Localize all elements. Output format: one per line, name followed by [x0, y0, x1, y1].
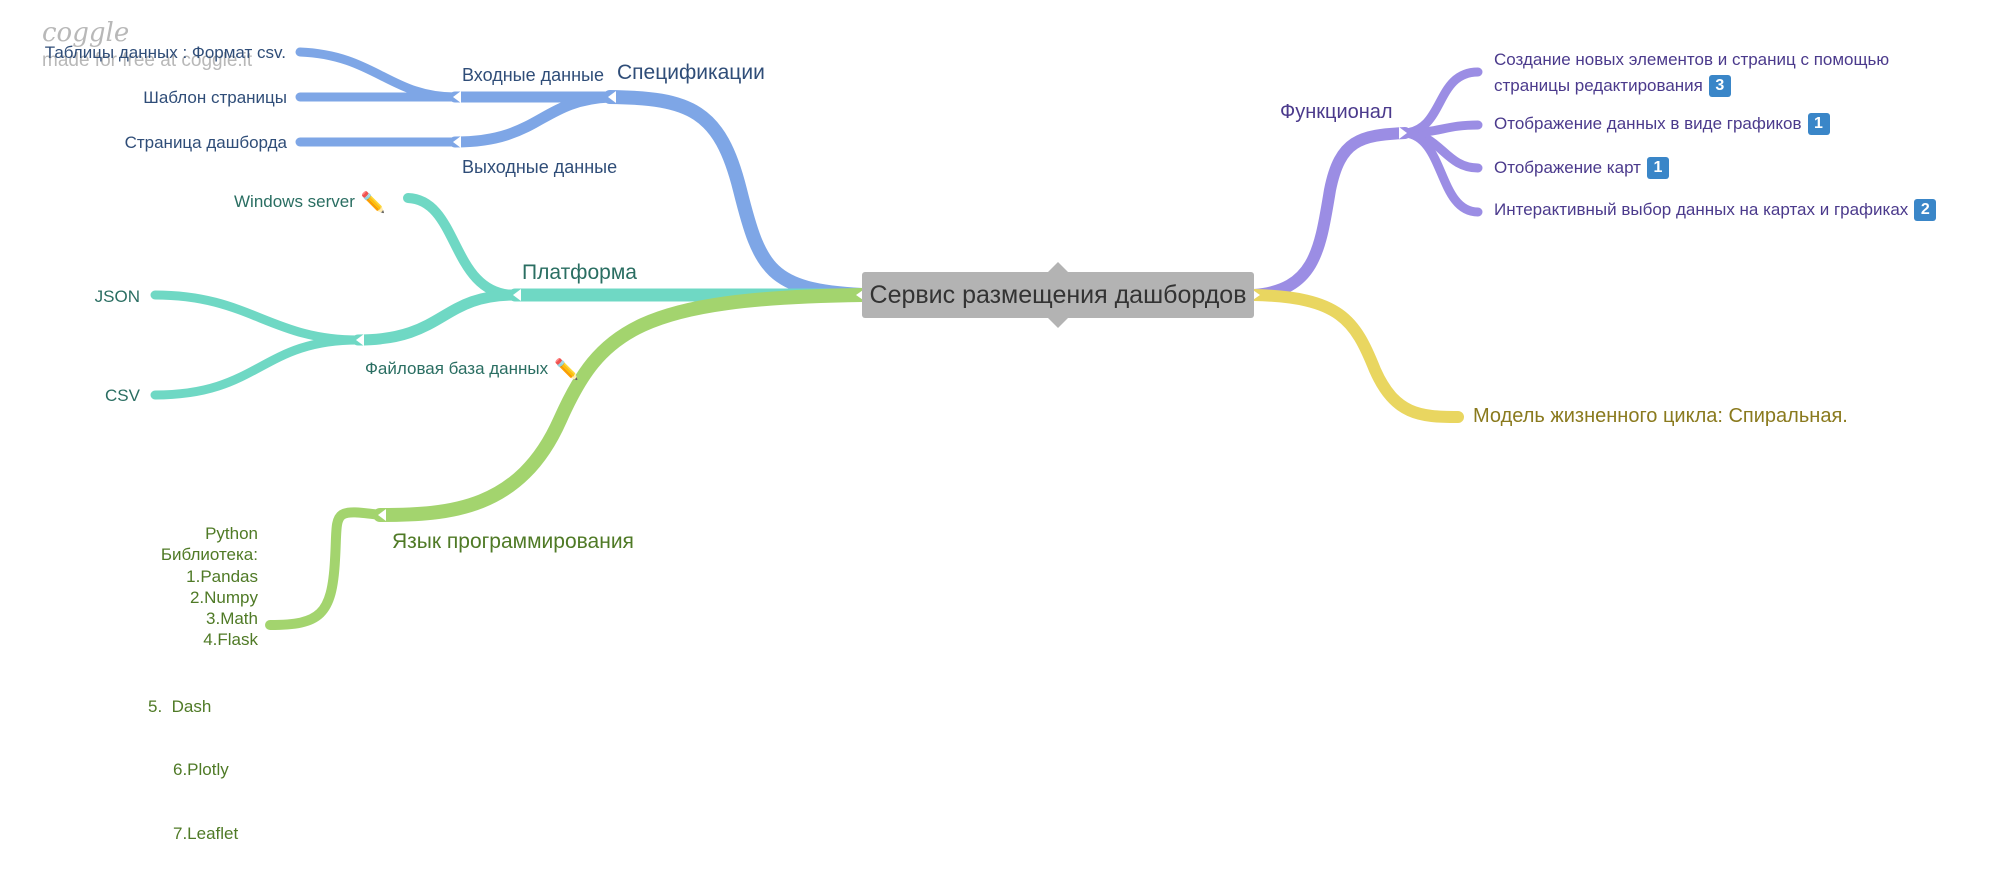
- lib-line: 4.Flask: [203, 630, 258, 650]
- lib-line: 3.Math: [206, 609, 258, 629]
- node-csv[interactable]: CSV: [105, 386, 140, 405]
- branch-functional: [1248, 127, 1411, 301]
- mindmap-canvas: coggle made for free at coggle.it Сервис…: [42, 20, 1937, 843]
- node-functional[interactable]: Функционал: [1280, 101, 1393, 123]
- node-input[interactable]: Входные данные: [462, 65, 604, 85]
- lib-line: 6.Plotly: [173, 760, 229, 780]
- branch-language-libs: [265, 507, 385, 630]
- lib-line: 1.Pandas: [186, 566, 258, 586]
- node-libraries-cont[interactable]: 5. Dash 6.Plotly 7.Leaflet: [148, 653, 238, 887]
- node-func-interactive-label: Интерактивный выбор данных на картах и г…: [1494, 200, 1909, 219]
- arrow-head: [1399, 127, 1407, 139]
- arrow-head: [453, 136, 461, 148]
- branch-specs: [603, 90, 869, 302]
- count-badge: 3: [1708, 75, 1731, 97]
- lib-line: 2.Numpy: [189, 587, 258, 607]
- node-lifecycle[interactable]: Модель жизненного цикла: Спиральная.: [1473, 405, 1848, 427]
- node-input-template[interactable]: Шаблон страницы: [143, 88, 287, 107]
- node-func-maps-label: Отображение карт: [1494, 158, 1641, 177]
- node-func-create-line2: страницы редактирования: [1494, 76, 1703, 95]
- node-func-charts-label: Отображение данных в виде графиков: [1494, 114, 1802, 133]
- made-for-free-note[interactable]: made for free at coggle.it: [42, 50, 253, 71]
- branch-input-table: [295, 47, 460, 102]
- branch-functional-interactive: [1400, 128, 1483, 217]
- central-node[interactable]: Сервис размещения дашбордов: [862, 262, 1254, 328]
- lib-line: Библиотека:: [160, 545, 258, 565]
- count-badge: 1: [1646, 157, 1669, 179]
- central-node-title: Сервис размещения дашбордов: [869, 280, 1247, 309]
- node-output[interactable]: Выходные данные: [462, 157, 618, 177]
- branch-platform-filedb: [352, 289, 521, 346]
- arrow-head: [378, 509, 386, 521]
- arrow-head: [356, 334, 364, 346]
- arrow-head: [453, 91, 461, 103]
- node-language[interactable]: Язык программирования: [392, 530, 634, 553]
- node-windows-server-label: Windows server: [234, 192, 355, 211]
- node-input-table[interactable]: Таблицы данных : Формат csv.: [44, 43, 286, 62]
- node-func-create[interactable]: Создание новых элементов и страниц с пом…: [1494, 47, 1889, 99]
- branch-filedb-json: [150, 290, 363, 345]
- node-specs[interactable]: Спецификации: [617, 61, 765, 84]
- branch-lifecycle: [1248, 289, 1464, 423]
- expand-down-handle[interactable]: [1048, 318, 1068, 328]
- lib-line: 7.Leaflet: [173, 824, 239, 844]
- node-json[interactable]: JSON: [94, 287, 140, 306]
- branch-filedb-csv: [150, 335, 363, 400]
- node-func-interactive[interactable]: Интерактивный выбор данных на картах и г…: [1494, 199, 1937, 221]
- lib-line: 5. Dash: [148, 696, 212, 716]
- arrow-head: [513, 289, 521, 301]
- branch-platform-windows: [403, 193, 520, 300]
- node-filedb-label: Файловая база данных: [365, 359, 549, 378]
- branch-specs-to-output: [449, 91, 616, 148]
- pencil-icon: ✏️: [554, 359, 580, 381]
- coggle-branding: coggle made for free at coggle.it: [42, 20, 252, 72]
- branch-connectors: [150, 47, 1483, 630]
- expand-up-handle[interactable]: [1048, 262, 1068, 272]
- node-libraries[interactable]: Python Библиотека: 1.Pandas 2.Numpy 3.Ma…: [161, 523, 258, 651]
- count-badge: 1: [1807, 113, 1830, 135]
- node-windows-server[interactable]: Windows server ✏️: [234, 191, 386, 216]
- branch-language: [373, 288, 869, 522]
- node-func-maps[interactable]: Отображение карт 1: [1494, 157, 1669, 179]
- coggle-logo: coggle: [42, 18, 130, 48]
- node-func-charts[interactable]: Отображение данных в виде графиков 1: [1494, 113, 1830, 135]
- node-output-page[interactable]: Страница дашборда: [124, 133, 287, 152]
- node-func-create-line1: Создание новых элементов и страниц с пом…: [1494, 50, 1890, 69]
- lib-line: Python: [205, 524, 258, 543]
- node-filedb[interactable]: Файловая база данных ✏️: [365, 358, 579, 383]
- arrow-head: [608, 91, 616, 103]
- node-platform[interactable]: Платформа: [522, 261, 637, 284]
- pencil-icon: ✏️: [360, 192, 386, 214]
- count-badge: 2: [1914, 199, 1937, 221]
